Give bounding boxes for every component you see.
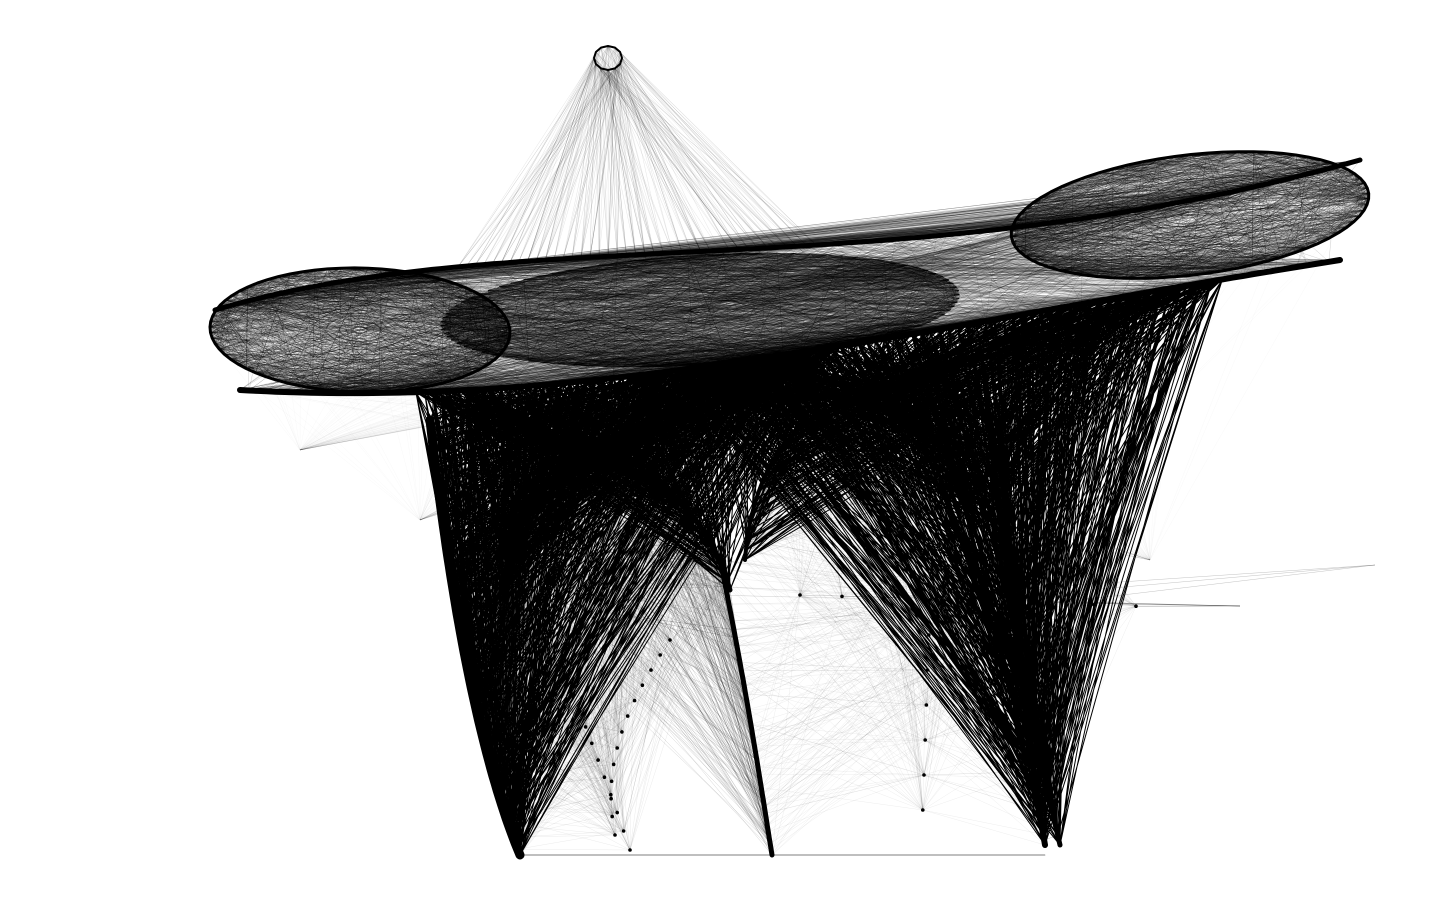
graph-node — [609, 792, 613, 797]
right-lobe-outline — [1009, 150, 1371, 280]
node-layer — [543, 593, 1138, 852]
graph-node — [610, 814, 614, 819]
graph-node — [628, 848, 632, 852]
graph-node — [1134, 604, 1138, 608]
arch-left — [502, 464, 733, 603]
graph-node — [924, 703, 929, 707]
graph-node — [882, 596, 886, 600]
graph-node — [548, 629, 553, 633]
left-lobe-outline — [208, 266, 512, 394]
graph-node — [620, 730, 624, 734]
graph-node — [559, 661, 564, 665]
pillar-right-outer — [982, 377, 1063, 848]
graph-node — [577, 708, 582, 713]
edges-top-cluster-fan — [457, 45, 817, 267]
edges-middle-band — [440, 252, 960, 368]
graph-node — [571, 692, 576, 697]
band-upper-rim — [212, 157, 1363, 313]
graph-node — [583, 725, 588, 729]
graph-node — [927, 633, 931, 637]
undefined — [672, 278, 1223, 846]
graph-node — [924, 597, 928, 601]
band-lower-rim — [237, 257, 1343, 397]
graph-node — [613, 833, 617, 837]
graph-node — [602, 775, 607, 779]
graph-node — [615, 746, 619, 750]
graph-node — [922, 773, 926, 777]
graph-node — [1092, 603, 1096, 607]
graph-node — [923, 738, 927, 742]
graph-node — [565, 676, 570, 681]
graph-node — [640, 683, 645, 687]
graph-node — [668, 638, 672, 642]
edge-layer-dense — [209, 151, 1369, 856]
graph-node — [590, 741, 594, 746]
graph-node — [543, 613, 547, 617]
graph-node — [798, 593, 802, 597]
graph-node — [1050, 601, 1054, 606]
pillar-middle — [717, 557, 775, 858]
pillar-left — [425, 415, 525, 860]
graph-node — [632, 698, 637, 703]
top-cluster-outline — [593, 45, 623, 71]
graph-node — [615, 810, 619, 815]
graph-node — [621, 829, 626, 833]
graph-node — [928, 598, 932, 602]
graph-node — [611, 762, 616, 767]
graph-node — [925, 668, 930, 672]
graph-node — [609, 796, 613, 801]
graph-node — [840, 594, 844, 599]
graph-node — [921, 808, 925, 812]
arch-right — [743, 402, 977, 562]
graph-node — [966, 598, 970, 603]
graph-node — [554, 645, 558, 649]
graph-node — [596, 758, 600, 762]
graph-node — [658, 653, 662, 657]
graph-node — [649, 668, 653, 672]
graph-node — [609, 779, 614, 784]
graph-node — [1008, 600, 1012, 604]
graph-node — [625, 714, 630, 718]
structure-outline-layer — [208, 45, 1371, 860]
